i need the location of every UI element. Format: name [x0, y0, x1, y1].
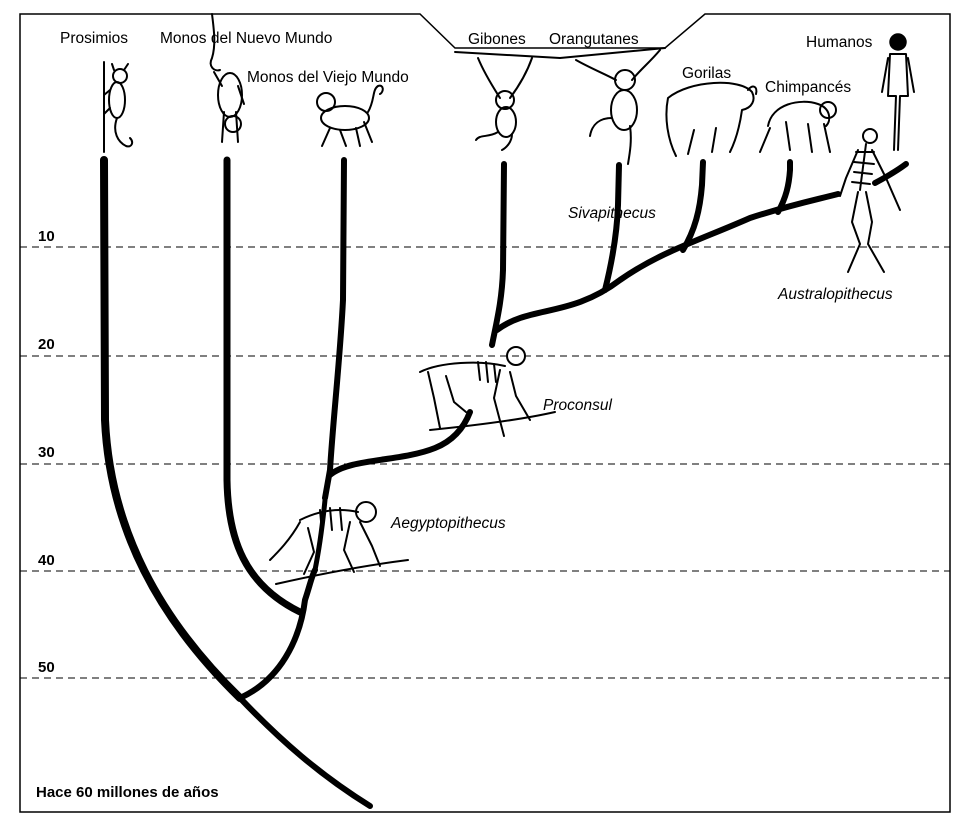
tick-label-30: 30: [38, 444, 55, 461]
gorilla-illustration: [665, 81, 758, 157]
branch-chimpanzees: [775, 159, 793, 215]
branch-hominoids: [327, 409, 473, 478]
diagram-frame: [19, 13, 951, 813]
label-gorillas: Gorilas: [682, 65, 731, 82]
prosimian-illustration: [103, 61, 134, 153]
label-new-world-monkeys: Monos del Nuevo Mundo: [160, 30, 332, 47]
branch-humans: [872, 161, 909, 186]
time-gridlines: [20, 246, 950, 679]
branch-new-world-monkeys: [223, 156, 304, 616]
proconsul-skeleton-illustration: [419, 346, 556, 437]
branch-orangutans: [602, 162, 622, 293]
branch-old-world-monkeys: [322, 157, 347, 501]
label-old-world-monkeys: Monos del Viejo Mundo: [247, 69, 409, 86]
label-proconsul: Proconsul: [543, 397, 612, 414]
branch-great-apes: [494, 191, 841, 333]
branch-anthropoids: [237, 567, 318, 701]
label-gibbons: Gibones: [468, 31, 526, 48]
tick-label-20: 20: [38, 336, 55, 353]
phylogenetic-tree: [100, 156, 909, 809]
label-orangutans: Orangutanes: [549, 31, 639, 48]
human-illustration: [881, 33, 915, 151]
branch-gibbons: [489, 161, 507, 348]
australopithecus-skeleton-illustration: [839, 128, 901, 273]
label-prosimians: Prosimios: [60, 30, 128, 47]
time-base-label: Hace 60 millones de años: [36, 784, 219, 801]
new-world-monkey-illustration: [209, 13, 245, 143]
aegyptopithecus-skeleton-illustration: [269, 501, 409, 585]
tick-label-50: 50: [38, 659, 55, 676]
gibbon-illustration: [454, 51, 561, 151]
tick-label-10: 10: [38, 228, 55, 245]
old-world-monkey-illustration: [316, 84, 384, 147]
label-chimpanzees: Chimpancés: [765, 79, 851, 96]
branch-prosimians: [100, 156, 244, 702]
branch-gorillas: [680, 159, 706, 253]
label-australopithecus: Australopithecus: [777, 286, 893, 303]
branch-root: [237, 695, 373, 809]
label-humans: Humanos: [806, 34, 873, 51]
orangutan-illustration: [559, 47, 666, 165]
tick-label-40: 40: [38, 552, 55, 569]
chimpanzee-illustration: [759, 100, 837, 153]
label-sivapithecus: Sivapithecus: [568, 205, 656, 222]
label-aegyptopithecus: Aegyptopithecus: [390, 515, 506, 532]
branch-catarrhines: [312, 497, 328, 573]
